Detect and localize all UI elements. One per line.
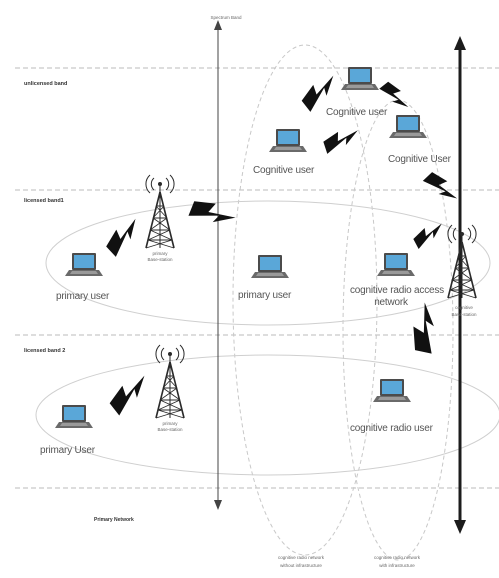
primary-user2-left-laptop-icon (55, 405, 93, 428)
primary-network-label: Primary Network (94, 517, 134, 523)
network-without-infrastructure-label-line1: cognitive radio network (277, 555, 325, 560)
spectrum-band-label: Spectrum Band (210, 15, 242, 20)
link-bolt-icon (322, 128, 361, 155)
cognitive-base-station-label: cognitive (455, 305, 473, 310)
primary-base-station1-label: primary (152, 251, 168, 256)
infrastructure-axis-arrow-down (454, 520, 466, 534)
network-with-infrastructure-label-line1: cognitive radio network (373, 555, 421, 560)
primary-user1-left-laptop-icon (65, 253, 103, 276)
primary-base-station2-tower-icon (155, 344, 185, 419)
cognitive-user-left-laptop-icon (269, 129, 307, 152)
licensed-band1-ellipse (45, 200, 491, 326)
cognitive-network-with-infrastructure-ellipse (342, 99, 454, 561)
link-bolt-icon (105, 373, 156, 417)
primary-user1-left-label: primary user (56, 291, 110, 302)
link-bolt-icon (186, 193, 237, 237)
licensed-band2-label: licensed band 2 (24, 348, 66, 354)
network-with-infrastructure-label-line2: with infrastructure (379, 563, 415, 568)
primary-user1-mid-laptop-icon (251, 255, 289, 278)
cognitive-user-top-laptop-icon (341, 67, 379, 90)
primary-user1-mid-label: primary user (238, 290, 292, 301)
link-bolt-icon (411, 222, 448, 250)
cognitive-radio-user-laptop-icon (373, 379, 411, 402)
primary-base-station1-tower-icon (145, 174, 175, 249)
unlicensed-band-label: unlicensed band (24, 81, 68, 87)
primary-base-station2-label: Base-station (157, 427, 183, 432)
infrastructure-axis-arrow-up (454, 36, 466, 50)
network-without-infrastructure-label-line2: without infrastructure (280, 563, 322, 568)
cognitive-user-right-label: Cognitive User (388, 154, 451, 165)
licensed-band2-ellipse (35, 354, 499, 476)
primary-base-station2-label: primary (162, 421, 178, 426)
cra-network-laptop-icon (377, 253, 415, 276)
cognitive-user-left-label: Cognitive user (253, 165, 315, 176)
cra-network-label-line1: cognitive radio access (350, 285, 444, 296)
cognitive-user-top-label: Cognitive user (326, 107, 388, 118)
link-bolt-icon (421, 168, 459, 209)
spectrum-axis-arrow-up (214, 20, 222, 30)
cognitive-user-right-laptop-icon (389, 115, 427, 138)
cognitive-radio-user-label: cognitive radio user (350, 423, 433, 434)
spectrum-axis-arrow-down (214, 500, 222, 510)
licensed-band1-label: licensed band1 (24, 198, 64, 204)
cra-network-label-line2: network (374, 297, 408, 308)
primary-user2-left-label: primary User (40, 445, 95, 456)
primary-base-station1-label: Base-station (147, 257, 173, 262)
cognitive-network-without-infrastructure-ellipse (232, 44, 378, 556)
cognitive-base-station-label: Base-station (451, 312, 477, 317)
